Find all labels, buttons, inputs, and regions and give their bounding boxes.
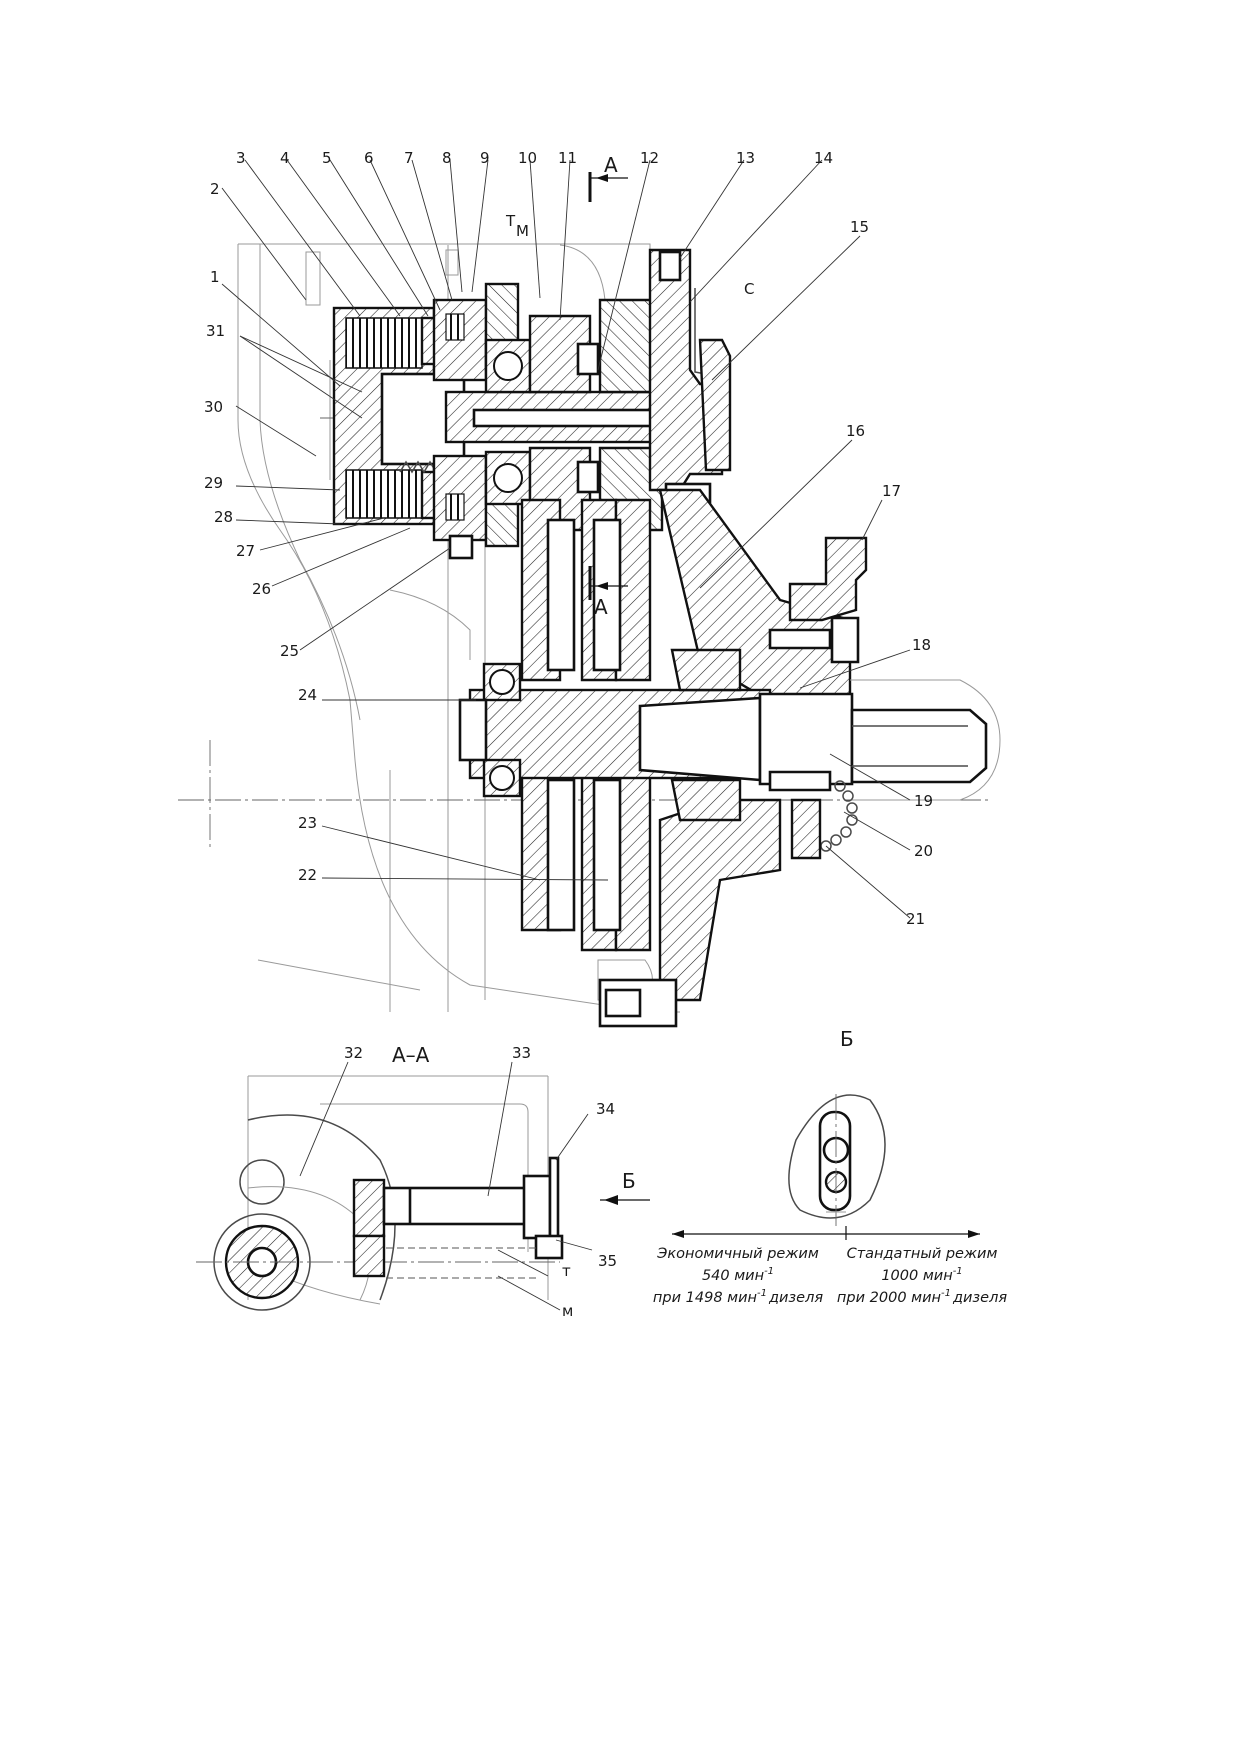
economy-mode-speed: 540 мин-1 (702, 1266, 774, 1284)
label-9: 9 (480, 149, 490, 167)
label-19: 19 (914, 792, 933, 810)
label-10: 10 (518, 149, 537, 167)
label-1: 1 (210, 268, 220, 286)
section-mark-bottom: А (594, 595, 608, 619)
label-12: 12 (640, 149, 659, 167)
view-b-title: Б (840, 1027, 854, 1051)
driven-gears (520, 498, 652, 952)
label-35: 35 (598, 1252, 617, 1270)
port-m-label: М (516, 222, 529, 240)
label-4: 4 (280, 149, 290, 167)
label-30: 30 (204, 398, 223, 416)
label-25: 25 (280, 642, 299, 660)
part-number-labels: 1 2 3 4 5 6 7 8 9 10 11 12 13 14 15 16 1… (204, 149, 933, 1270)
label-20: 20 (914, 842, 933, 860)
piston-assembly (432, 282, 520, 560)
section-mark-top: А (604, 153, 618, 177)
locking-chain (790, 780, 858, 860)
left-bearing (458, 662, 522, 798)
label-2: 2 (210, 180, 220, 198)
label-31: 31 (206, 322, 225, 340)
standard-mode-speed: 1000 мин-1 (881, 1266, 962, 1284)
label-29: 29 (204, 474, 223, 492)
letter-labels: А А Т М С А–А Б Б т м (392, 153, 854, 1320)
section-aa-view (196, 1061, 650, 1311)
label-3: 3 (236, 149, 246, 167)
mode-notes: Экономичный режим 540 мин-1 при 1498 мин… (653, 1246, 1007, 1306)
label-5: 5 (322, 149, 332, 167)
label-16: 16 (846, 422, 865, 440)
port-t-small-label: т (562, 1262, 571, 1280)
label-18: 18 (912, 636, 931, 654)
label-33: 33 (512, 1044, 531, 1062)
flange (788, 536, 868, 664)
standard-mode-title: Стандатный режим (847, 1246, 998, 1262)
main-section-view (178, 172, 1001, 1028)
label-13: 13 (736, 149, 755, 167)
label-8: 8 (442, 149, 452, 167)
label-23: 23 (298, 814, 317, 832)
economy-mode-title: Экономичный режим (656, 1246, 819, 1262)
label-28: 28 (214, 508, 233, 526)
view-b (672, 1094, 980, 1240)
port-t-label: Т (505, 212, 516, 230)
section-marks (588, 172, 628, 600)
label-11: 11 (558, 149, 577, 167)
label-26: 26 (252, 580, 271, 598)
label-21: 21 (906, 910, 925, 928)
section-aa-title: А–А (392, 1043, 430, 1067)
leader-lines (221, 159, 911, 919)
port-m-small-label: м (562, 1302, 573, 1320)
tapered-bearings (670, 628, 832, 822)
label-7: 7 (404, 149, 414, 167)
label-6: 6 (364, 149, 374, 167)
label-27: 27 (236, 542, 255, 560)
port-c-label: С (744, 280, 754, 298)
label-22: 22 (298, 866, 317, 884)
top-cover (648, 248, 732, 504)
label-34: 34 (596, 1100, 615, 1118)
input-bearings (484, 338, 532, 506)
view-b-arrow-label: Б (622, 1169, 636, 1193)
label-24: 24 (298, 686, 317, 704)
label-15: 15 (850, 218, 869, 236)
label-14: 14 (814, 149, 833, 167)
label-32: 32 (344, 1044, 363, 1062)
label-17: 17 (882, 482, 901, 500)
